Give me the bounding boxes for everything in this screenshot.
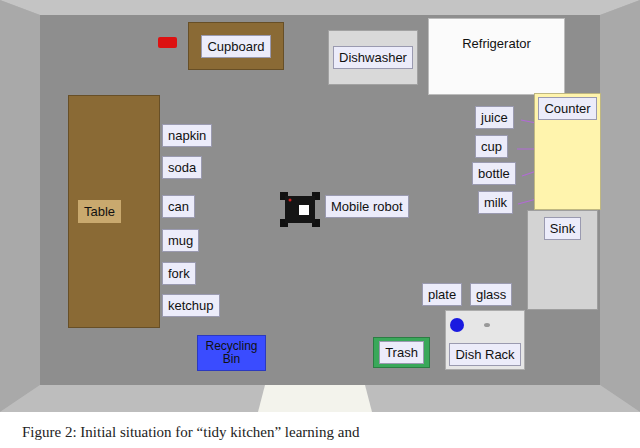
wall-left (0, 0, 40, 412)
wall-right (600, 0, 640, 412)
node-label: cup (475, 135, 508, 158)
callout-label: juice (475, 108, 514, 126)
wall-bottom (0, 385, 640, 412)
node-label: Mobile robot (325, 195, 409, 218)
node-label: Dishwasher (333, 46, 413, 69)
node-label: can (162, 195, 195, 218)
node-label: plate (422, 283, 462, 306)
node-label: Trash (379, 341, 424, 364)
node-label: Refrigerator (462, 36, 531, 51)
dish-rack: Dish Rack (445, 310, 525, 370)
node-label: fork (162, 262, 196, 285)
node-label: ketchup (162, 294, 220, 317)
node-label: juice (475, 106, 514, 129)
red-object (158, 37, 177, 48)
recycling-bin: Recycling Bin (197, 335, 266, 371)
figure-caption: Figure 2: Initial situation for “tidy ki… (22, 424, 359, 441)
node-label: Sink (544, 217, 581, 240)
floor (40, 15, 600, 385)
table: Table (68, 95, 160, 328)
node-label: milk (478, 191, 513, 214)
leader-lines (138, 120, 557, 308)
node-label: Recycling Bin (200, 340, 263, 366)
callout-label: milk (478, 193, 513, 211)
callout-label: Mobile robot (325, 197, 409, 215)
callout-label: ketchup (162, 296, 220, 314)
node-label: soda (162, 156, 202, 179)
sink: Sink (527, 210, 598, 310)
node-label: Dish Rack (449, 343, 520, 366)
doorway (258, 385, 372, 412)
node-label: napkin (162, 124, 212, 147)
wall (0, 0, 640, 412)
callout-label: glass (470, 285, 512, 303)
callout-label: soda (162, 158, 202, 176)
dishwasher: Dishwasher (328, 30, 418, 85)
trash: Trash (373, 337, 430, 368)
node-label: mug (162, 229, 199, 252)
callout-label: can (162, 197, 195, 215)
wall-top (0, 0, 640, 15)
node-label: bottle (472, 162, 516, 185)
robot-figure (280, 192, 320, 227)
callout-label: fork (162, 264, 196, 282)
counter: Counter (534, 93, 601, 210)
callout-label: cup (475, 137, 508, 155)
refrigerator: Refrigerator (428, 18, 565, 95)
node-label: Cupboard (201, 35, 270, 58)
callout-label: bottle (472, 164, 516, 182)
callout-label: plate (422, 285, 462, 303)
node-label: glass (470, 283, 512, 306)
node-label: Counter (538, 97, 596, 120)
callout-label: napkin (162, 126, 212, 144)
callout-label: mug (162, 231, 199, 249)
node-label: Table (78, 200, 121, 223)
cupboard: Cupboard (188, 22, 284, 70)
